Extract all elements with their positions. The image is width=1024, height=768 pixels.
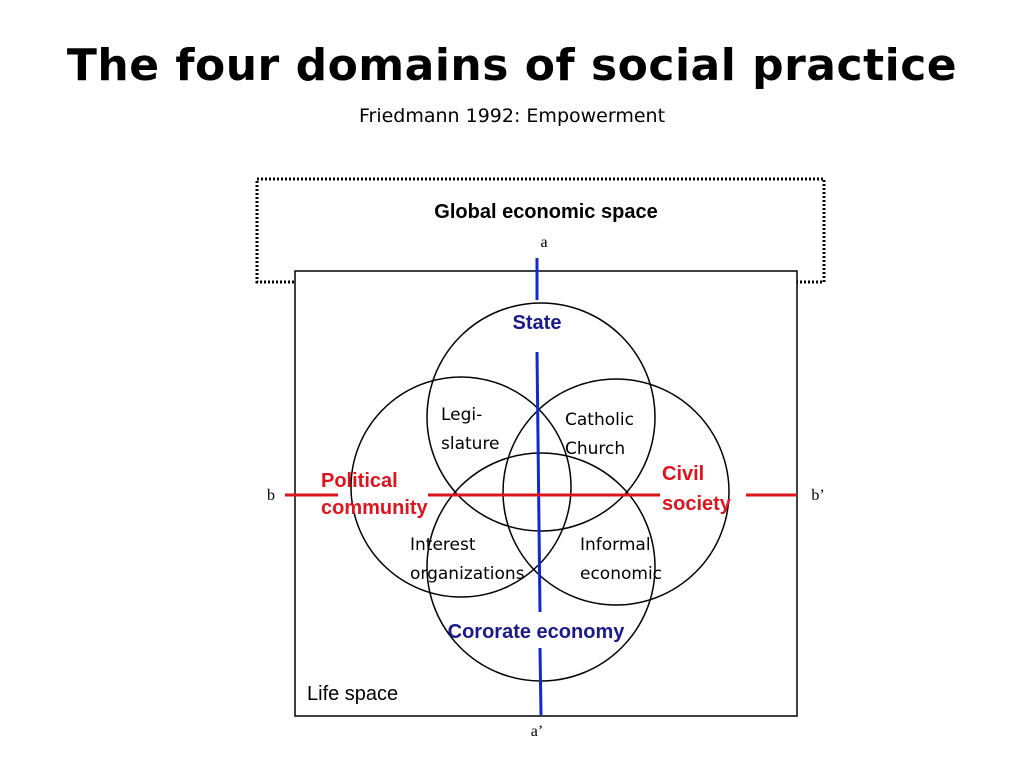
civil-society-label-line1: Civil bbox=[662, 463, 704, 485]
corporate-economy-label: Cororate economy bbox=[448, 621, 626, 643]
axis-label-a-prime: a’ bbox=[531, 723, 543, 740]
political-community-label-line2: community bbox=[321, 497, 429, 519]
life-space-label: Life space bbox=[307, 683, 398, 705]
civil-society-circle bbox=[502, 378, 730, 606]
legislature-label-line1: Legi- bbox=[441, 405, 482, 425]
state-label: State bbox=[513, 312, 562, 334]
slide-title: The four domains of social practice bbox=[66, 40, 958, 91]
vertical-axis-bottom-segment bbox=[538, 647, 543, 716]
slide-subtitle: Friedmann 1992: Empowerment bbox=[358, 105, 666, 127]
legislature-label-line2: slature bbox=[441, 434, 500, 454]
axis-label-a: a bbox=[540, 234, 547, 251]
political-community-label-line1: Political bbox=[321, 470, 398, 492]
vertical-axis-middle-segment bbox=[535, 351, 542, 613]
informal-economic-label-line1: Informal bbox=[580, 535, 651, 555]
catholic-church-label-line2: Church bbox=[565, 439, 625, 459]
informal-economic-label-line2: economic bbox=[580, 564, 662, 584]
axis-label-b: b bbox=[267, 487, 275, 504]
political-community-circle bbox=[350, 376, 572, 598]
civil-society-label-line2: society bbox=[662, 493, 732, 515]
interest-organizations-label-line2: organizations bbox=[410, 564, 525, 584]
interest-organizations-label-line1: Interest bbox=[410, 535, 476, 555]
axis-label-b-prime: b’ bbox=[811, 487, 824, 504]
state-circle bbox=[426, 302, 656, 532]
global-economic-space-label: Global economic space bbox=[434, 201, 657, 223]
catholic-church-label-line1: Catholic bbox=[565, 410, 634, 430]
global-economic-space-box bbox=[255, 177, 826, 284]
